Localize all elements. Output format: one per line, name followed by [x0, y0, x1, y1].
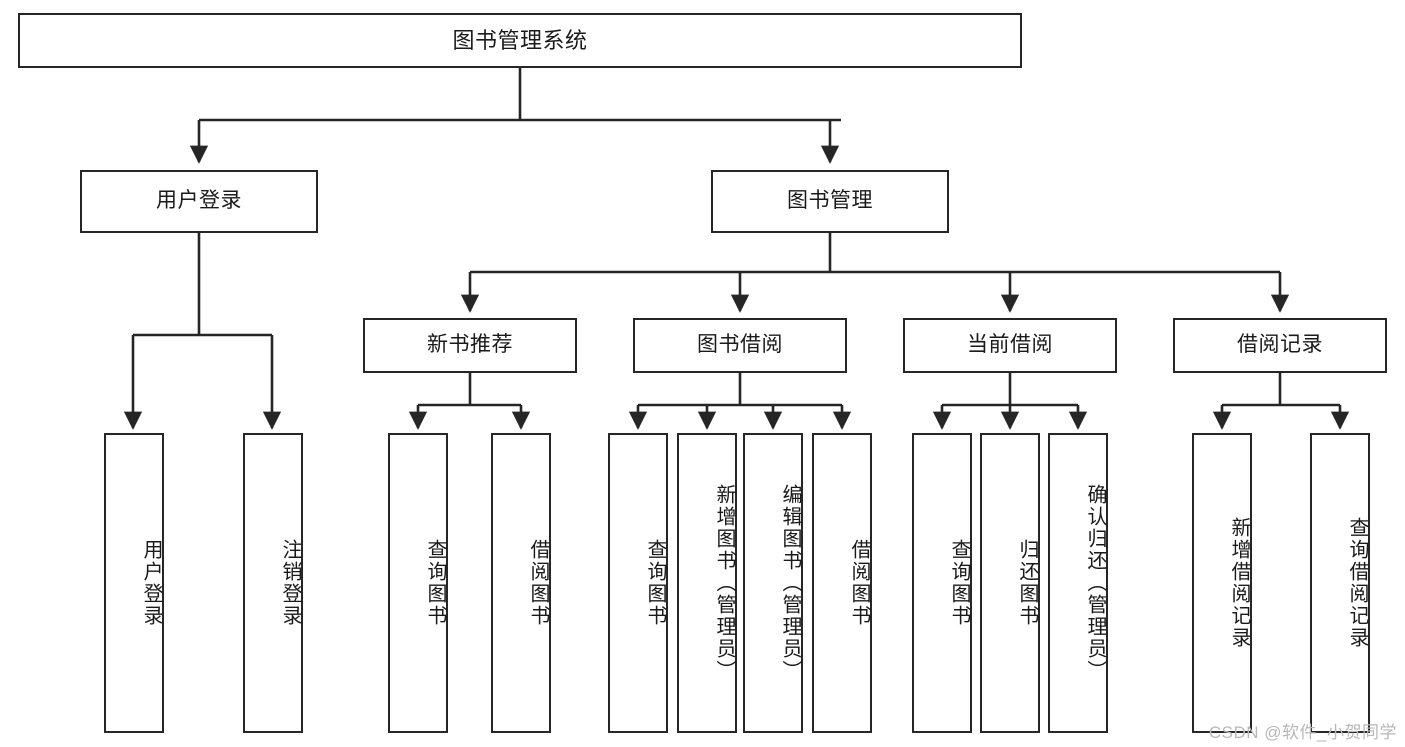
- node-book-management[interactable]: 图书管理: [711, 170, 949, 233]
- leaf-book-borrow-add[interactable]: 新增图书（管理员）: [677, 433, 737, 733]
- leaf-new-book-borrow[interactable]: 借阅图书: [491, 433, 551, 733]
- node-label: 图书借阅: [697, 333, 783, 357]
- node-label: 借阅图书: [527, 539, 549, 627]
- csdn-watermark: CSDN @软件_小贺同学: [1208, 723, 1397, 742]
- node-user-login[interactable]: 用户登录: [80, 170, 318, 233]
- node-label: 新增图书（管理员）: [713, 484, 735, 682]
- node-label: 用户登录: [140, 539, 162, 627]
- leaf-book-borrow-edit[interactable]: 编辑图书（管理员）: [743, 433, 803, 733]
- node-label: 注销登录: [279, 539, 301, 627]
- node-root-system[interactable]: 图书管理系统: [18, 13, 1022, 68]
- node-label: 图书管理系统: [452, 27, 588, 53]
- node-label: 当前借阅: [967, 333, 1053, 357]
- node-label: 新书推荐: [427, 333, 513, 357]
- node-borrow-record[interactable]: 借阅记录: [1173, 318, 1387, 373]
- node-label: 新增借阅记录: [1228, 517, 1250, 649]
- leaf-current-borrow-query[interactable]: 查询图书: [912, 433, 972, 733]
- leaf-borrow-record-add[interactable]: 新增借阅记录: [1192, 433, 1252, 733]
- leaf-book-borrow-lend[interactable]: 借阅图书: [812, 433, 872, 733]
- node-label: 查询借阅记录: [1346, 517, 1368, 649]
- node-label: 查询图书: [644, 539, 666, 627]
- leaf-user-login-signin[interactable]: 用户登录: [104, 433, 164, 733]
- node-label: 图书管理: [787, 189, 873, 213]
- node-label: 查询图书: [424, 539, 446, 627]
- leaf-current-borrow-confirm-return[interactable]: 确认归还（管理员）: [1048, 433, 1108, 733]
- node-label: 用户登录: [156, 189, 242, 213]
- node-label: 归还图书: [1016, 539, 1038, 627]
- leaf-book-borrow-query[interactable]: 查询图书: [608, 433, 668, 733]
- node-label: 确认归还（管理员）: [1084, 484, 1106, 682]
- node-label: 借阅记录: [1237, 333, 1323, 357]
- node-label: 查询图书: [948, 539, 970, 627]
- node-book-borrow[interactable]: 图书借阅: [633, 318, 847, 373]
- node-label: 编辑图书（管理员）: [779, 484, 801, 682]
- leaf-user-login-signout[interactable]: 注销登录: [243, 433, 303, 733]
- leaf-current-borrow-return[interactable]: 归还图书: [980, 433, 1040, 733]
- node-label: 借阅图书: [848, 539, 870, 627]
- node-current-borrow[interactable]: 当前借阅: [903, 318, 1117, 373]
- leaf-borrow-record-query[interactable]: 查询借阅记录: [1310, 433, 1370, 733]
- node-new-book-recommend[interactable]: 新书推荐: [363, 318, 577, 373]
- leaf-new-book-query[interactable]: 查询图书: [388, 433, 448, 733]
